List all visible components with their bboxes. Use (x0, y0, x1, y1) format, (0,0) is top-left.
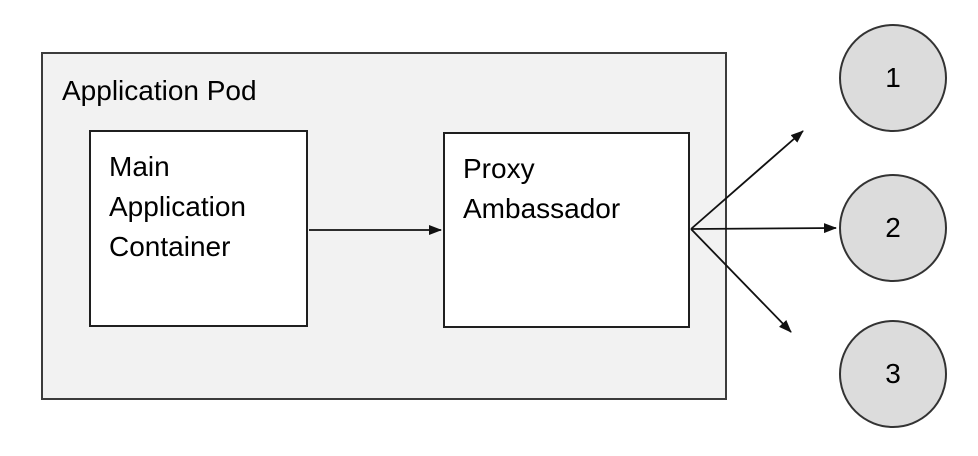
application-pod-label: Application Pod (62, 75, 257, 106)
endpoint-3-label: 3 (885, 358, 901, 389)
endpoint-circle-1: 1 (839, 24, 947, 132)
endpoint-circle-3: 3 (839, 320, 947, 428)
proxy-ambassador-node: Proxy Ambassador (443, 132, 690, 328)
proxy-ambassador-label: Proxy Ambassador (463, 153, 621, 224)
endpoint-1-label: 1 (885, 62, 901, 93)
endpoint-2-label: 2 (885, 212, 901, 243)
main-application-container-node: Main Application Container (89, 130, 308, 327)
endpoint-circle-2: 2 (839, 174, 947, 282)
main-application-container-label: Main Application Container (109, 151, 246, 262)
